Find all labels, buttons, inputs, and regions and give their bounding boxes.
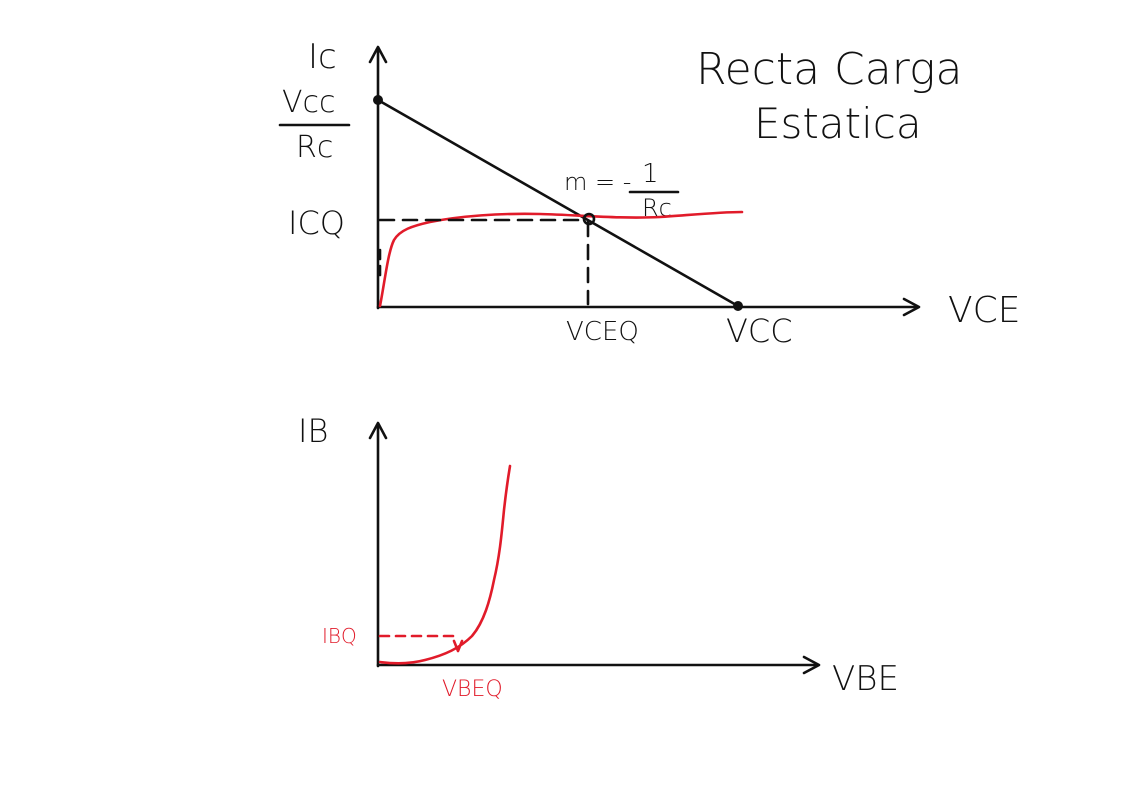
title-group: Recta Carga Estatica: [696, 44, 962, 148]
vceq-label: VCEQ: [566, 317, 639, 347]
vbeq-label: VBEQ: [442, 677, 503, 702]
title-line-2: Estatica: [754, 99, 922, 148]
ibq-label: IBQ: [322, 624, 357, 648]
bottom-x-axis-label: VBE: [832, 659, 899, 699]
top-y-axis-label: Ic: [308, 37, 337, 77]
top-y-axis-arrow: [368, 45, 388, 64]
x-intercept-point: [733, 301, 743, 311]
bottom-y-axis-label: IB: [298, 412, 328, 450]
y-intercept-denominator: Rc: [296, 130, 333, 165]
collector-characteristic-curve: [378, 210, 744, 308]
top-x-axis-arrow: [902, 297, 921, 317]
top-plot: Ic VCE Vcc Rc m = - 1 Rc ICQ VCEQ VCC: [278, 37, 1021, 350]
slope-annotation: m = - 1 Rc: [564, 159, 680, 222]
y-intercept-fraction: Vcc Rc: [278, 85, 351, 165]
y-intercept-point: [373, 95, 383, 105]
title-line-1: Recta Carga: [696, 44, 962, 95]
slope-numerator: 1: [642, 159, 659, 189]
vcc-label: VCC: [726, 312, 793, 350]
load-line: [376, 98, 740, 308]
top-x-axis-label: VCE: [948, 290, 1021, 331]
q-point-top: [582, 212, 596, 226]
bottom-y-axis-arrow: [368, 421, 388, 440]
icq-label: ICQ: [288, 204, 345, 242]
y-intercept-numerator: Vcc: [282, 85, 336, 120]
slope-prefix: m = -: [564, 168, 631, 196]
bottom-plot: IB VBE IBQ VBEQ: [298, 412, 899, 702]
base-emitter-curve: [378, 464, 512, 665]
bottom-x-axis-arrow: [802, 655, 821, 675]
ibq-arrow-tick: [452, 639, 464, 653]
